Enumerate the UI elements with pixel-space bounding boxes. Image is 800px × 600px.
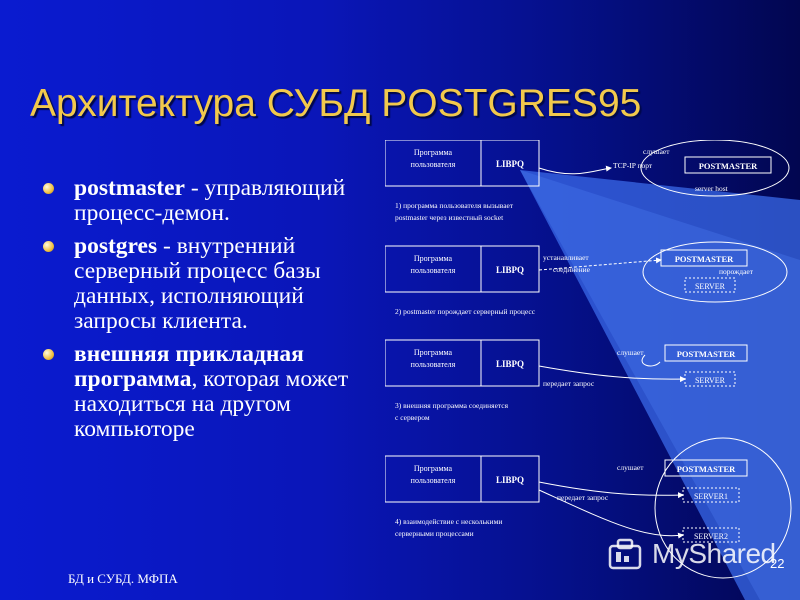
bullet-text: - управляющий процесс-демон. <box>74 175 346 226</box>
svg-text:LIBPQ: LIBPQ <box>496 359 524 369</box>
svg-text:Программа: Программа <box>414 148 453 157</box>
svg-text:слушает: слушает <box>617 463 644 472</box>
page-number: 22 <box>770 556 785 571</box>
bullet-term: postgres <box>74 233 158 259</box>
server-host-ellipse-1 <box>640 140 790 197</box>
svg-text:SERVER: SERVER <box>695 376 726 385</box>
bullet-term: postmaster <box>74 175 185 201</box>
svg-text:server host: server host <box>695 184 729 193</box>
step-3-caption: 3) внешняя программа соединяется <box>395 401 509 410</box>
bullet-list: postmaster - управляющий процесс-демон. … <box>38 176 383 450</box>
bullet-icon <box>43 349 54 360</box>
svg-text:TCP-IP порт: TCP-IP порт <box>613 161 653 170</box>
svg-text:SERVER1: SERVER1 <box>694 492 728 501</box>
svg-text:POSTMASTER: POSTMASTER <box>675 254 734 264</box>
svg-text:LIBPQ: LIBPQ <box>496 475 524 485</box>
step-4-caption: серверными процессами <box>395 529 474 538</box>
svg-text:LIBPQ: LIBPQ <box>496 265 524 275</box>
architecture-diagram: Программа пользователя LIBPQ 1) программ… <box>385 140 792 579</box>
svg-text:Программа: Программа <box>414 254 453 263</box>
step-2-caption: 2) postmaster порождает серверный процес… <box>395 307 536 316</box>
myshared-logo-icon <box>608 538 642 570</box>
bullet-item: внешняя прикладная программа, которая мо… <box>38 342 383 442</box>
svg-text:LIBPQ: LIBPQ <box>496 159 524 169</box>
svg-text:POSTMASTER: POSTMASTER <box>677 464 736 474</box>
server-host-ellipse-4 <box>654 437 792 579</box>
step-3-caption: с сервером <box>395 413 430 422</box>
bullet-item: postgres - внутренний серверный процесс … <box>38 234 383 334</box>
step-1-caption: postmaster через известный socket <box>395 213 504 222</box>
slide-footer: БД и СУБД. МФПА <box>68 571 178 586</box>
svg-text:соединение: соединение <box>553 265 591 274</box>
bullet-item: postmaster - управляющий процесс-демон. <box>38 176 383 226</box>
bullet-term: внешняя прикладная программа <box>74 341 304 392</box>
svg-text:передает запрос: передает запрос <box>557 493 609 502</box>
bullet-text: , которая может находиться на другом ком… <box>74 366 349 442</box>
watermark-text: MyShared <box>652 538 776 569</box>
svg-text:пользователя: пользователя <box>411 266 456 275</box>
client-block-2: Программа пользователя LIBPQ <box>385 245 540 293</box>
svg-text:устанавливает: устанавливает <box>543 253 589 262</box>
svg-text:слушает: слушает <box>643 147 670 156</box>
server-host-ellipse-2 <box>642 241 788 303</box>
svg-text:пользователя: пользователя <box>411 360 456 369</box>
step-1-caption: 1) программа пользователя вызывает <box>395 201 514 210</box>
svg-text:пользователя: пользователя <box>411 160 456 169</box>
slide-title: Архитектура СУБД POSTGRES95 <box>30 82 642 125</box>
svg-text:передает запрос: передает запрос <box>543 379 595 388</box>
svg-text:Программа: Программа <box>414 348 453 357</box>
svg-text:SERVER2: SERVER2 <box>694 532 728 541</box>
svg-text:пользователя: пользователя <box>411 476 456 485</box>
bullet-text: - внутренний серверный процесс базы данн… <box>74 233 321 334</box>
postmaster-label: POSTMASTER <box>699 161 758 171</box>
client-block-4: Программа пользователя LIBPQ <box>385 455 540 503</box>
svg-text:SERVER: SERVER <box>695 282 726 291</box>
bullet-icon <box>43 183 54 194</box>
step-4-caption: 4) взаимодействие с несколькими <box>395 517 502 526</box>
svg-text:POSTMASTER: POSTMASTER <box>677 349 736 359</box>
svg-text:порождает: порождает <box>719 267 754 276</box>
client-block-3: Программа пользователя LIBPQ <box>385 339 540 387</box>
svg-text:Программа: Программа <box>414 464 453 473</box>
svg-text:слушает: слушает <box>617 348 644 357</box>
client-block-1: Программа пользователя LIBPQ <box>385 140 540 187</box>
bullet-icon <box>43 241 54 252</box>
